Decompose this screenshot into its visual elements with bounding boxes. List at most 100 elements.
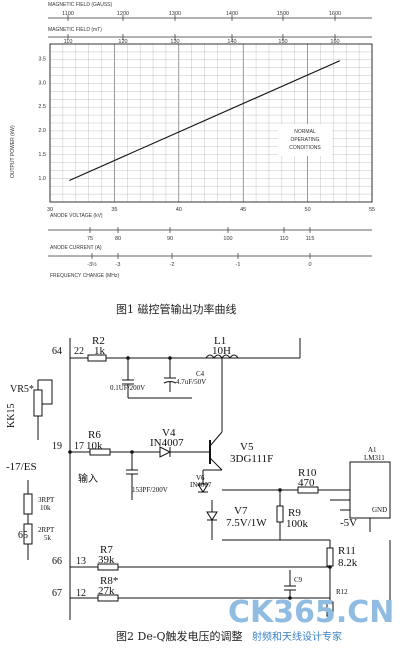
node-64: 64 (52, 346, 62, 357)
axis-tick-label: 80 (115, 236, 121, 242)
rpt2-value: 5k (44, 534, 52, 542)
axis-tick-label: 120 (118, 39, 127, 45)
r9-name: R9 (288, 507, 301, 519)
node-66: 66 (52, 556, 62, 567)
r11-name: R11 (338, 545, 356, 557)
x-tick-label: 45 (240, 207, 246, 213)
rpt3-trimmer (23, 493, 33, 515)
plot-frame (49, 43, 373, 203)
axis-tick-label: 115 (306, 236, 315, 242)
x-tick-label: 55 (369, 207, 375, 213)
junction-dots (68, 356, 332, 600)
rpt3-label: 3RPT (38, 496, 55, 504)
axis-tick-label: 1400 (226, 11, 238, 17)
v5-name: V5 (240, 441, 254, 453)
fig1-caption: 图1 磁控管输出功率曲线 (116, 302, 237, 316)
v6-value: IN4007 (190, 481, 212, 489)
es-label: -17/ES (6, 461, 37, 473)
r2-name: R2 (92, 335, 105, 347)
axis-tick-label: 110 (64, 39, 73, 45)
gnd-label: GND (372, 506, 387, 514)
vr5-label: VR5* (10, 384, 34, 395)
v4-diode (159, 446, 172, 458)
r9-value: 100k (286, 518, 309, 530)
r2-resistor (87, 354, 107, 362)
axis-tick-label: -2 (170, 262, 175, 268)
node-13: 13 (76, 556, 86, 567)
rpt3-value: 10k (40, 504, 51, 512)
axis-tick-label: 150 (278, 39, 287, 45)
r10-name: R10 (298, 467, 317, 479)
y-tick-label: 2.5 (38, 104, 46, 110)
schematic-labels: 64 22 R2 1k L1 10H 0.1UF/200V C4 4.7uF/5… (6, 335, 387, 599)
axis-tick-label: 130 (170, 39, 179, 45)
axis-tick-label: 0 (308, 262, 311, 268)
neg5-label: -5V (340, 517, 357, 529)
axis-tick-label: -3 (116, 262, 121, 268)
v6-name: V6 (196, 474, 205, 482)
axis-tick-label: 1300 (169, 11, 181, 17)
watermark-brand: CK365.CN (228, 595, 394, 630)
axis-tick-label: 140 (227, 39, 236, 45)
r6-name: R6 (88, 429, 101, 441)
r6-value: 10k (86, 440, 103, 452)
fig2-caption: 图2 De-Q触发电压的调整 (116, 629, 243, 643)
y-tick-label: 2.0 (38, 128, 46, 134)
axis-tick-label: 110 (280, 236, 289, 242)
c-top-value: 0.1UF/200V (110, 384, 145, 392)
r2-value: 1k (94, 345, 106, 357)
v4-name: V4 (162, 427, 176, 439)
r12-resistor (326, 601, 334, 617)
r7-value: 39k (98, 554, 115, 566)
annotation-line-1: NORMAL (294, 129, 316, 135)
rpt2-label: 2RPT (38, 526, 55, 534)
l1-value: 10H (212, 345, 231, 357)
ic-label: LM311 (364, 454, 385, 462)
node-17: 17 (74, 441, 84, 452)
x-tick-label: 30 (47, 207, 53, 213)
r10-value: 470 (298, 477, 315, 489)
axis-tick-label: -3½ (87, 261, 97, 268)
second-axis-title: MAGNETIC FIELD (mT) (48, 27, 102, 33)
axis-tick-label: 1600 (329, 11, 341, 17)
node-65: 65 (18, 530, 28, 541)
r11-resistor (326, 547, 334, 567)
y-axis-ticks: 3.53.02.52.01.51.0 (38, 56, 46, 182)
r10-resistor (297, 486, 319, 494)
vr5-potentiometer (33, 389, 43, 417)
freq-axis-label: FREQUENCY CHANGE (MHz) (50, 273, 119, 279)
v7-name: V7 (234, 505, 248, 517)
l1-name: L1 (214, 335, 226, 347)
r6-resistor (89, 448, 111, 456)
axis-tick-label: 100 (223, 236, 232, 242)
r8-value: 27k (98, 585, 115, 597)
freq-axis-ticks: -3½ -3 -2 -1 0 (87, 253, 312, 268)
v4-value: IN4007 (150, 437, 184, 449)
r8-name: R8* (100, 575, 118, 587)
node-67: 67 (52, 588, 62, 599)
current-axis-label: ANODE CURRENT (A) (50, 245, 102, 251)
x-tick-label: 35 (111, 207, 117, 213)
node-12: 12 (76, 588, 86, 599)
axis-tick-label: 1100 (62, 11, 74, 17)
y-tick-label: 1.0 (38, 176, 46, 182)
axis-tick-label: -1 (236, 262, 241, 268)
annotation-line-3: CONDITIONS (289, 145, 321, 151)
watermark: CK365.CN 射频和天线设计专家 (228, 595, 394, 643)
axis-tick-label: 1500 (277, 11, 289, 17)
r7-resistor (97, 563, 119, 571)
a1-label: A1 (368, 446, 377, 454)
x-tick-label: 40 (176, 207, 182, 213)
c9-label: C9 (294, 576, 303, 584)
axis-tick-label: 160 (330, 39, 339, 45)
fig2-schematic (23, 338, 391, 620)
axis-tick-label: 90 (167, 236, 173, 242)
watermark-slogan: 射频和天线设计专家 (252, 630, 342, 643)
r9-resistor (276, 505, 284, 523)
y-axis-label: OUTPUT POWER (kW) (10, 125, 16, 178)
v5-value: 3DG111F (230, 453, 273, 465)
